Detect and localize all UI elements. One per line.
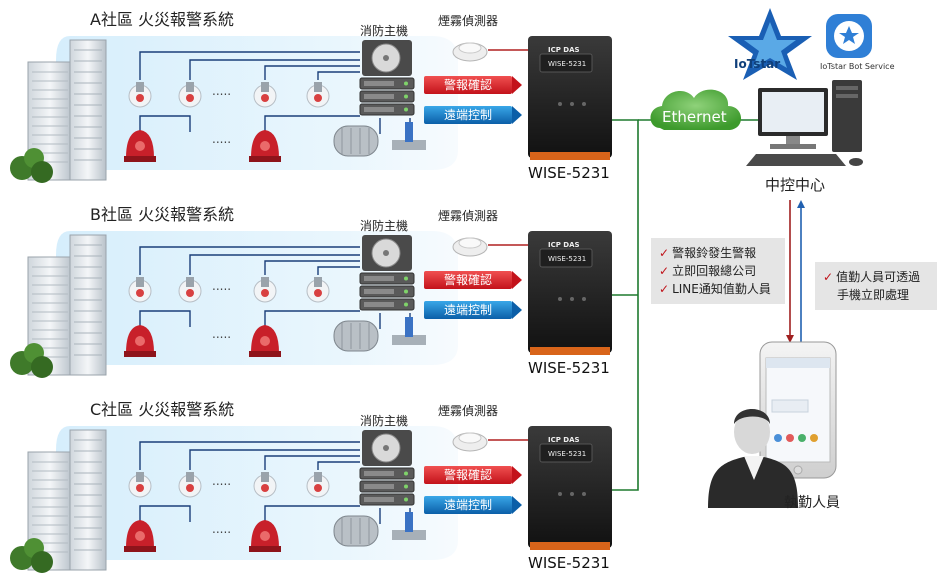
system-title: C社區 火災報警系統 — [90, 400, 235, 419]
fire-panel-label: 消防主機 — [360, 24, 409, 38]
alarm-confirm-button: 警報確認 — [424, 76, 522, 94]
dots-upper: ..... — [212, 474, 232, 488]
motor-icon — [333, 515, 379, 547]
device-model: WISE-5231 — [548, 450, 587, 458]
smoke-detector-label: 煙霧偵測器 — [438, 404, 499, 418]
alarm-confirm-button: 警報確認 — [424, 271, 522, 289]
ethernet-cloud — [650, 89, 742, 130]
alarm-confirm-button: 警報確認 — [424, 466, 522, 484]
notification-bubble: ✓警報鈴發生警報 ✓立即回報總公司 ✓LINE通知值勤人員 — [651, 238, 785, 304]
remote-control-button: 遠端控制 — [424, 496, 522, 514]
sprinkler-icon — [253, 472, 277, 498]
notification-item: ✓警報鈴發生警報 — [659, 246, 757, 260]
tree-icon — [10, 538, 53, 573]
staff-label: 執勤人員 — [784, 495, 840, 511]
flowmeter-icon — [392, 512, 426, 540]
wiring — [139, 441, 411, 524]
fire-control-panel — [359, 430, 415, 506]
center-phone-arrows — [786, 200, 805, 343]
remote-control-button: 遠端控制 — [424, 301, 522, 319]
dots-upper: ..... — [212, 84, 232, 98]
sprinkler-icon — [306, 277, 330, 303]
flowmeter-icon — [392, 317, 426, 345]
sprinkler-icon — [178, 277, 202, 303]
community-system — [10, 426, 612, 573]
smartphone — [759, 341, 837, 479]
building-icon — [10, 429, 107, 573]
device-brand: ICP DAS — [548, 46, 580, 54]
community-systems — [10, 36, 612, 573]
community-system — [10, 231, 612, 378]
smoke-detector-icon — [452, 432, 488, 452]
alarm-bell-icon — [124, 520, 156, 552]
fire-control-panel — [359, 235, 415, 311]
check-icon: ✓ — [659, 264, 670, 278]
device-brand: ICP DAS — [548, 436, 580, 444]
iotstar-logo — [728, 8, 812, 80]
motor-icon — [333, 125, 379, 157]
iotstar-bot-text: IoTstar Bot Service — [820, 62, 895, 71]
alarm-bell-icon — [124, 325, 156, 357]
motor-icon — [333, 320, 379, 352]
wise-5231-device — [528, 426, 612, 550]
sprinkler-icon — [178, 82, 202, 108]
flowmeter-icon — [392, 122, 426, 150]
control-center-computer — [746, 80, 863, 166]
smoke-detector-label: 煙霧偵測器 — [438, 14, 499, 28]
device-label: WISE-5231 — [528, 164, 610, 182]
dots-lower: ..... — [212, 522, 232, 536]
wise-5231-device — [528, 36, 612, 160]
alarm-bell-icon — [249, 520, 281, 552]
sprinkler-icon — [128, 82, 152, 108]
tree-icon — [10, 343, 53, 378]
iotstar-bot-logo — [826, 14, 872, 58]
sprinkler-icon — [178, 472, 202, 498]
notification-item: ✓立即回報總公司 — [659, 264, 757, 278]
dots-lower: ..... — [212, 132, 232, 146]
staff-note-bubble: ✓值勤人員可透過 手機立即處理 — [815, 262, 937, 310]
sprinkler-icon — [253, 277, 277, 303]
device-model: WISE-5231 — [548, 255, 587, 263]
system-title: B社區 火災報警系統 — [90, 205, 235, 224]
device-label: WISE-5231 — [528, 554, 610, 572]
control-center-label: 中控中心 — [765, 176, 826, 194]
device-model: WISE-5231 — [548, 60, 587, 68]
staff-person — [708, 409, 798, 508]
alarm-bell-icon — [249, 325, 281, 357]
tree-icon — [10, 148, 53, 183]
notification-item: ✓LINE通知值勤人員 — [659, 282, 771, 296]
alarm-bell-icon — [249, 130, 281, 162]
check-icon: ✓ — [659, 246, 670, 260]
ethernet-label: Ethernet — [662, 108, 727, 126]
building-icon — [10, 39, 107, 183]
smoke-detector-label: 煙霧偵測器 — [438, 209, 499, 223]
wise-5231-device — [528, 231, 612, 355]
check-icon: ✓ — [659, 282, 670, 296]
system-title: A社區 火災報警系統 — [90, 10, 235, 29]
iotstar-logo-text: IoTstar — [734, 57, 781, 71]
device-brand: ICP DAS — [548, 241, 580, 249]
check-icon: ✓ — [823, 270, 834, 284]
wiring — [139, 51, 411, 134]
fire-control-panel — [359, 40, 415, 116]
sprinkler-icon — [253, 82, 277, 108]
dots-upper: ..... — [212, 279, 232, 293]
building-icon — [10, 234, 107, 378]
fire-panel-label: 消防主機 — [360, 219, 409, 233]
wiring — [139, 246, 411, 329]
smoke-detector-icon — [452, 42, 488, 62]
sprinkler-icon — [128, 472, 152, 498]
device-label: WISE-5231 — [528, 359, 610, 377]
sprinkler-icon — [128, 277, 152, 303]
smoke-detector-icon — [452, 237, 488, 257]
alarm-bell-icon — [124, 130, 156, 162]
fire-panel-label: 消防主機 — [360, 414, 409, 428]
sprinkler-icon — [306, 472, 330, 498]
remote-control-button: 遠端控制 — [424, 106, 522, 124]
community-system — [10, 36, 612, 183]
dots-lower: ..... — [212, 327, 232, 341]
sprinkler-icon — [306, 82, 330, 108]
